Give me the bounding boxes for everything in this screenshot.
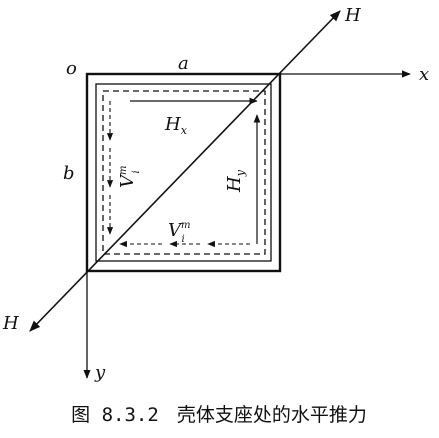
x-axis-label: x bbox=[419, 64, 429, 85]
origin-label: o bbox=[66, 58, 77, 79]
thrust-top-label: H bbox=[344, 5, 361, 26]
y-axis-label: y bbox=[94, 362, 106, 383]
caption-number: 图 8.3.2 bbox=[71, 404, 159, 426]
figure-caption: 图 8.3.2 壳体支座处的水平推力 bbox=[71, 404, 367, 426]
hx-label: Hx bbox=[164, 114, 188, 137]
side-a-label: a bbox=[178, 53, 189, 74]
hy-label: Hy bbox=[224, 169, 247, 193]
caption-text: 壳体支座处的水平推力 bbox=[177, 404, 367, 426]
side-b-label: b bbox=[63, 163, 75, 184]
thrust-bottom-label: H bbox=[2, 313, 19, 334]
diagonal-thrust-line bbox=[29, 10, 341, 332]
